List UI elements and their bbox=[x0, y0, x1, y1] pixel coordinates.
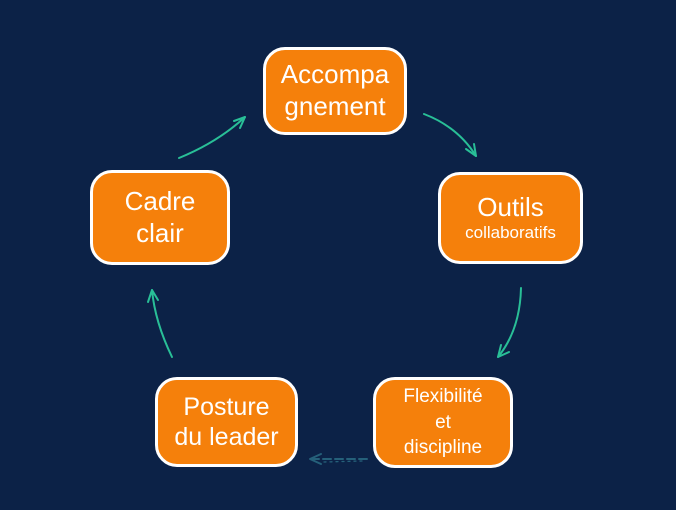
arrow-head bbox=[309, 453, 322, 465]
node-label-line: Outils bbox=[477, 191, 544, 222]
arrow-cadre-to-accompagnement bbox=[178, 116, 246, 159]
arrow-head bbox=[147, 289, 159, 303]
arrow-line bbox=[423, 113, 477, 157]
arrow-sketch-ticks bbox=[323, 460, 363, 463]
arrow-line bbox=[497, 287, 522, 358]
node-flexibilite-et-discipline: Flexibilité et discipline bbox=[373, 377, 513, 468]
arrow-accompagnement-to-outils bbox=[423, 113, 477, 157]
node-label-line: Flexibilité bbox=[403, 386, 483, 408]
node-label-line: et bbox=[435, 411, 451, 433]
arrow-outils-to-flexibilite bbox=[497, 287, 522, 358]
node-accompagnement: Accompa gnement bbox=[263, 47, 407, 135]
node-label-line: Accompa bbox=[280, 59, 390, 90]
arrow-posture-to-cadre bbox=[147, 289, 173, 358]
arrow-head bbox=[497, 344, 510, 358]
node-cadre-clair: Cadre clair bbox=[90, 170, 230, 265]
node-posture-du-leader: Posture du leader bbox=[155, 377, 298, 467]
node-label-line: Posture bbox=[183, 392, 270, 421]
arrow-head bbox=[465, 143, 477, 157]
arrow-flexibilite-to-posture bbox=[309, 453, 368, 465]
node-label-line: gnement bbox=[284, 91, 386, 121]
arrow-head bbox=[233, 116, 246, 129]
node-label-line: du leader bbox=[174, 423, 279, 451]
arrow-line bbox=[178, 116, 246, 159]
node-label-line: Cadre bbox=[124, 185, 196, 216]
node-outils-collaboratifs: Outils collaboratifs bbox=[438, 172, 583, 264]
node-label-line: clair bbox=[136, 217, 184, 248]
node-label-line: discipline bbox=[403, 437, 483, 459]
arrow-line bbox=[151, 289, 173, 358]
node-label-line: collaboratifs bbox=[465, 223, 556, 243]
